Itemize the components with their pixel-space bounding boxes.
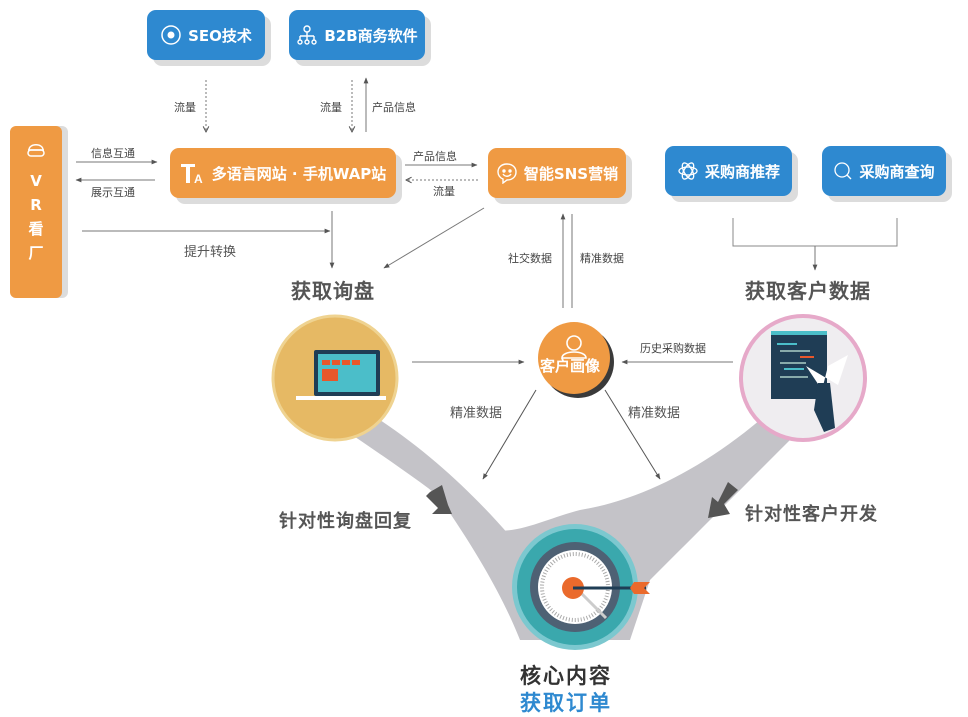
targeted-reply-heading: 针对性询盘回复 [279, 511, 412, 532]
targeted-dev-heading: 针对性客户开发 [745, 504, 878, 525]
search-icon [833, 161, 853, 181]
get-customer-data-heading: 获取客户数据 [745, 279, 871, 303]
website-label: 多语言网站 · 手机WAP站 [211, 164, 387, 183]
buyer-recommend-label: 采购商推荐 [704, 162, 780, 181]
precise-data-left-label: 精准数据 [450, 406, 503, 421]
get-orders-heading: 获取订单 [520, 691, 612, 715]
buyer-search-label: 采购商查询 [859, 162, 935, 181]
b2b-traffic-label: 流量 [320, 101, 342, 114]
laptop-icon [296, 350, 386, 400]
svg-text:A: A [194, 172, 203, 185]
boost-conversion-label: 提升转换 [184, 245, 237, 260]
profile-to-left-arrow [482, 389, 537, 480]
precise-data-top-label: 精准数据 [580, 252, 624, 265]
website-box[interactable]: A 多语言网站 · 手机WAP站 [170, 148, 396, 198]
buyer-recommend-box[interactable]: 采购商推荐 [665, 146, 792, 196]
info-exchange-label: 信息互通 [91, 147, 135, 160]
site-product-info-label: 产品信息 [413, 150, 457, 163]
b2b-label: B2B商务软件 [324, 26, 418, 45]
person-icon [561, 335, 587, 359]
down-right-arrow-icon [426, 485, 452, 514]
profile-to-right-arrow [604, 389, 661, 480]
b2b-box[interactable]: B2B商务软件 [289, 10, 425, 60]
vr-factory-box[interactable]: V R 看 厂 [10, 126, 62, 298]
buyer-merge-line [732, 218, 898, 247]
sns-label: 智能SNS营销 [523, 164, 619, 183]
seo-label: SEO技术 [188, 26, 252, 45]
display-exchange-label: 展示互通 [91, 186, 135, 199]
seo-box[interactable]: SEO技术 [147, 10, 265, 60]
chat-smile-icon [496, 162, 518, 184]
arrow-fletching [630, 582, 650, 594]
ta-logo-icon: A [180, 161, 206, 185]
sns-to-inquiry-arrow [383, 207, 485, 269]
vr-char-4: 厂 [28, 244, 44, 262]
b2b-product-info-label: 产品信息 [372, 101, 416, 114]
vr-char-1: V [30, 172, 42, 190]
sns-box[interactable]: 智能SNS营销 [488, 148, 626, 198]
target-circle-icon [160, 24, 182, 46]
code-tie-icon [771, 331, 848, 432]
core-content-heading: 核心内容 [520, 664, 612, 688]
down-left-arrow-icon [708, 482, 738, 518]
atom-icon [677, 160, 699, 182]
precise-data-right-label: 精准数据 [628, 406, 681, 421]
sns-traffic-label: 流量 [433, 185, 455, 198]
vr-char-3: 看 [28, 220, 44, 238]
get-inquiry-heading: 获取询盘 [291, 279, 375, 303]
network-tree-icon [296, 24, 318, 46]
customer-profile-label: 客户画像 [540, 357, 601, 375]
vr-headset-icon [25, 140, 47, 169]
social-data-label: 社交数据 [508, 252, 552, 265]
buyer-search-box[interactable]: 采购商查询 [822, 146, 946, 196]
seo-traffic-label: 流量 [174, 101, 196, 114]
history-purchase-label: 历史采购数据 [640, 342, 706, 355]
vr-char-2: R [30, 196, 42, 214]
